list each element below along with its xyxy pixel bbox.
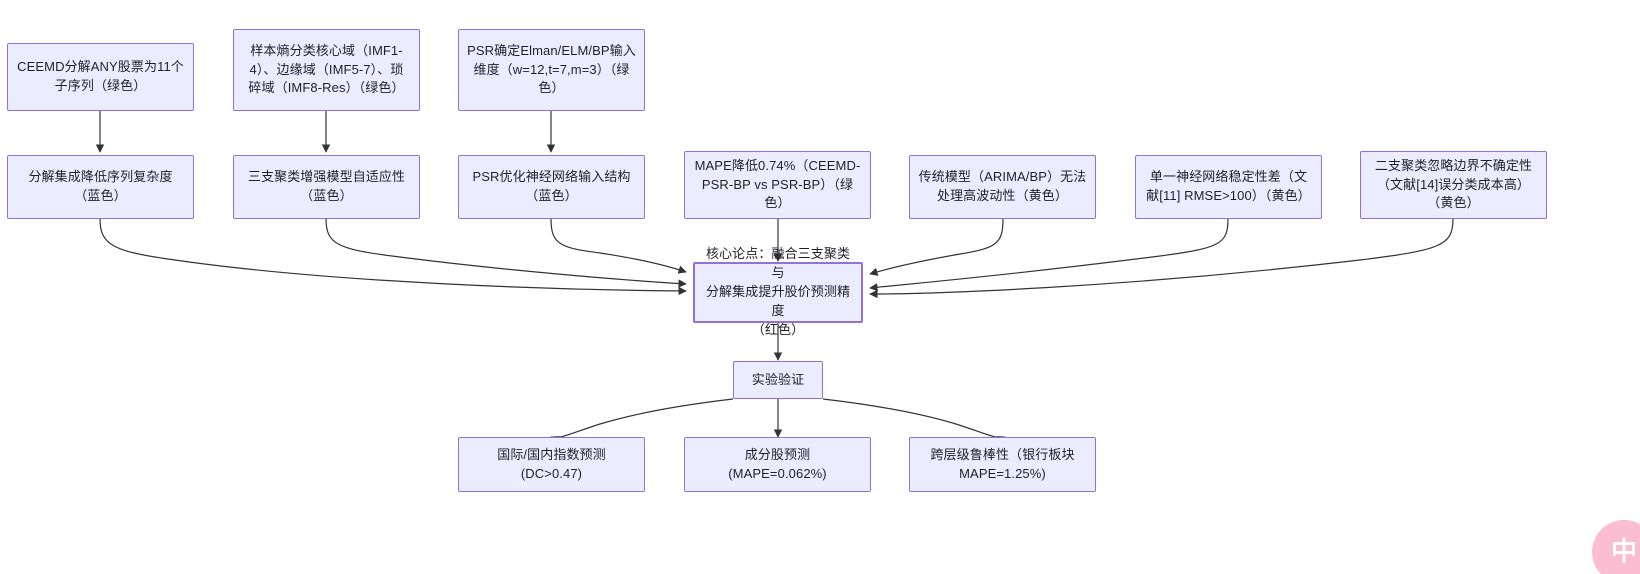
edge-n8-to-core xyxy=(869,218,1004,276)
edge-verify-to-r3 xyxy=(822,398,1006,444)
node-mape-reduction[interactable]: MAPE降低0.74%（CEEMD- PSR-BP vs PSR-BP）（绿 色… xyxy=(684,151,871,219)
node-label: CEEMD分解ANY股票为11个 子序列（绿色） xyxy=(17,59,184,93)
node-label: 跨层级鲁棒性（银行板块 MAPE=1.25%) xyxy=(930,446,1075,481)
core-inner-frame: 核心论点：融合三支聚类与 分解集成提升股价预测精度 （红色） xyxy=(694,246,862,337)
node-decompose-reduce-complexity[interactable]: 分解集成降低序列复杂度 （蓝色） xyxy=(7,155,194,219)
node-label: 二支聚类忽略边界不确定性 （文献[14]误分类成本高） （黄色） xyxy=(1374,157,1533,211)
edge-n9-to-core xyxy=(869,218,1229,292)
node-label: 单一神经网络稳定性差（文 献[11] RMSE>100）（黄色） xyxy=(1146,169,1311,203)
node-label: 成分股预测 (MAPE=0.062%) xyxy=(728,446,827,481)
node-two-way-clustering-limitation[interactable]: 二支聚类忽略边界不确定性 （文献[14]误分类成本高） （黄色） xyxy=(1360,151,1547,219)
watermark-badge: 中 xyxy=(1592,520,1640,574)
node-label: 传统模型（ARIMA/BP）无法 处理高波动性（黄色） xyxy=(918,169,1087,203)
node-label: 样本熵分类核心域（IMF1- 4）、边缘域（IMF5-7）、琐 碎域（IMF8-… xyxy=(248,42,405,96)
node-traditional-model-limitation[interactable]: 传统模型（ARIMA/BP）无法 处理高波动性（黄色） xyxy=(909,155,1096,219)
node-label: 实验验证 xyxy=(751,371,805,387)
node-ceemd-decompose[interactable]: CEEMD分解ANY股票为11个 子序列（绿色） xyxy=(7,43,194,111)
node-single-nn-instability[interactable]: 单一神经网络稳定性差（文 献[11] RMSE>100）（黄色） xyxy=(1135,155,1322,219)
node-label: PSR确定Elman/ELM/BP输入 维度（w=12,t=7,m=3）（绿 色… xyxy=(467,42,636,96)
node-label: 核心论点：融合三支聚类与 分解集成提升股价预测精度 （红色） xyxy=(705,246,851,337)
node-core-thesis[interactable]: 核心论点：融合三支聚类与 分解集成提升股价预测精度 （红色） xyxy=(693,246,863,337)
node-psr-optimize-structure[interactable]: PSR优化神经网络输入结构 （蓝色） xyxy=(458,155,645,219)
node-three-way-clustering-adaptivity[interactable]: 三支聚类增强模型自适应性 （蓝色） xyxy=(233,155,420,219)
node-label: PSR优化神经网络输入结构 （蓝色） xyxy=(472,169,631,203)
edge-n5-to-core xyxy=(325,218,687,288)
edge-n10-to-core xyxy=(869,218,1454,299)
node-result-index-forecast[interactable]: 国际/国内指数预测 (DC>0.47) xyxy=(458,437,645,492)
node-sample-entropy-classify[interactable]: 样本熵分类核心域（IMF1- 4）、边缘域（IMF5-7）、琐 碎域（IMF8-… xyxy=(233,29,420,111)
node-experiment-verification[interactable]: 实验验证 xyxy=(733,361,823,399)
edge-n4-to-core xyxy=(99,218,687,296)
node-result-constituent-forecast[interactable]: 成分股预测 (MAPE=0.062%) xyxy=(684,437,871,492)
node-label: 三支聚类增强模型自适应性 （蓝色） xyxy=(247,169,406,203)
edge-n6-to-core xyxy=(550,218,687,274)
node-label: 国际/国内指数预测 (DC>0.47) xyxy=(497,446,606,481)
node-psr-input-dimension[interactable]: PSR确定Elman/ELM/BP输入 维度（w=12,t=7,m=3）（绿 色… xyxy=(458,29,645,111)
edge-verify-to-r1 xyxy=(550,398,734,444)
node-label: 分解集成降低序列复杂度 （蓝色） xyxy=(28,169,173,203)
watermark-text: 中 xyxy=(1610,536,1637,566)
node-result-cross-level-robustness[interactable]: 跨层级鲁棒性（银行板块 MAPE=1.25%) xyxy=(909,437,1096,492)
node-label: MAPE降低0.74%（CEEMD- PSR-BP vs PSR-BP）（绿 色… xyxy=(694,157,861,211)
